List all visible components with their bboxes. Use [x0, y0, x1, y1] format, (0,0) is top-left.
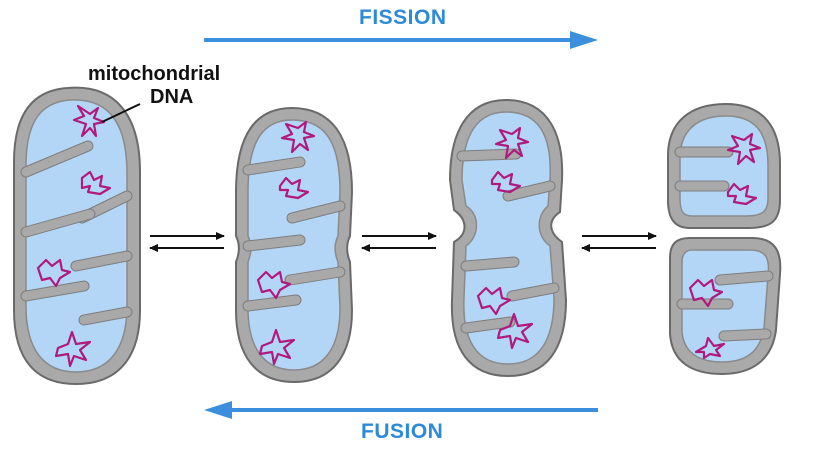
mitochondrial-dna-4b: [726, 182, 758, 206]
mitochondrial-dna-4c: [688, 278, 724, 308]
mitochondrion-2: [235, 106, 354, 384]
mitochondrion-4-bottom: [669, 237, 782, 376]
equilibrium-arrows-3: [581, 232, 657, 252]
fission-arrow: [204, 31, 598, 49]
mitochondrial-dna-1b: [80, 170, 112, 196]
mitochondrial-dna-label-line2: DNA: [150, 86, 194, 108]
equilibrium-arrows-2: [361, 232, 437, 252]
mitochondrial-dna-3c: [476, 286, 512, 316]
mitochondrial-dna-4d: [694, 336, 726, 360]
mitochondrion-4-top: [667, 102, 781, 229]
mitochondrial-dna-label-line1: mitochondrial: [88, 63, 221, 85]
mitochondrial-dna-1c: [36, 258, 72, 288]
mitochondrial-dna-3b: [490, 170, 522, 194]
mitochondrion-3: [448, 98, 568, 378]
mitochondrial-dna-1a: [72, 104, 106, 138]
mitochondrial-dna-1d: [54, 330, 92, 368]
mitochondrial-dna-2c: [256, 270, 292, 300]
mitochondrial-dna-3a: [494, 126, 530, 160]
dna-pointer-line: [101, 103, 141, 123]
mitochondrion-1: [13, 86, 141, 386]
fission-label: FISSION: [359, 6, 447, 29]
mitochondrial-dna-2b: [278, 176, 310, 200]
mitochondrial-dna-2d: [258, 328, 296, 366]
equilibrium-arrows-1: [149, 232, 225, 252]
fusion-label: FUSION: [361, 420, 444, 443]
mitochondrial-dna-3d: [496, 312, 534, 350]
mitochondrial-dna-2a: [280, 120, 316, 154]
fusion-arrow: [204, 401, 598, 419]
mitochondrial-dna-4a: [726, 132, 762, 166]
